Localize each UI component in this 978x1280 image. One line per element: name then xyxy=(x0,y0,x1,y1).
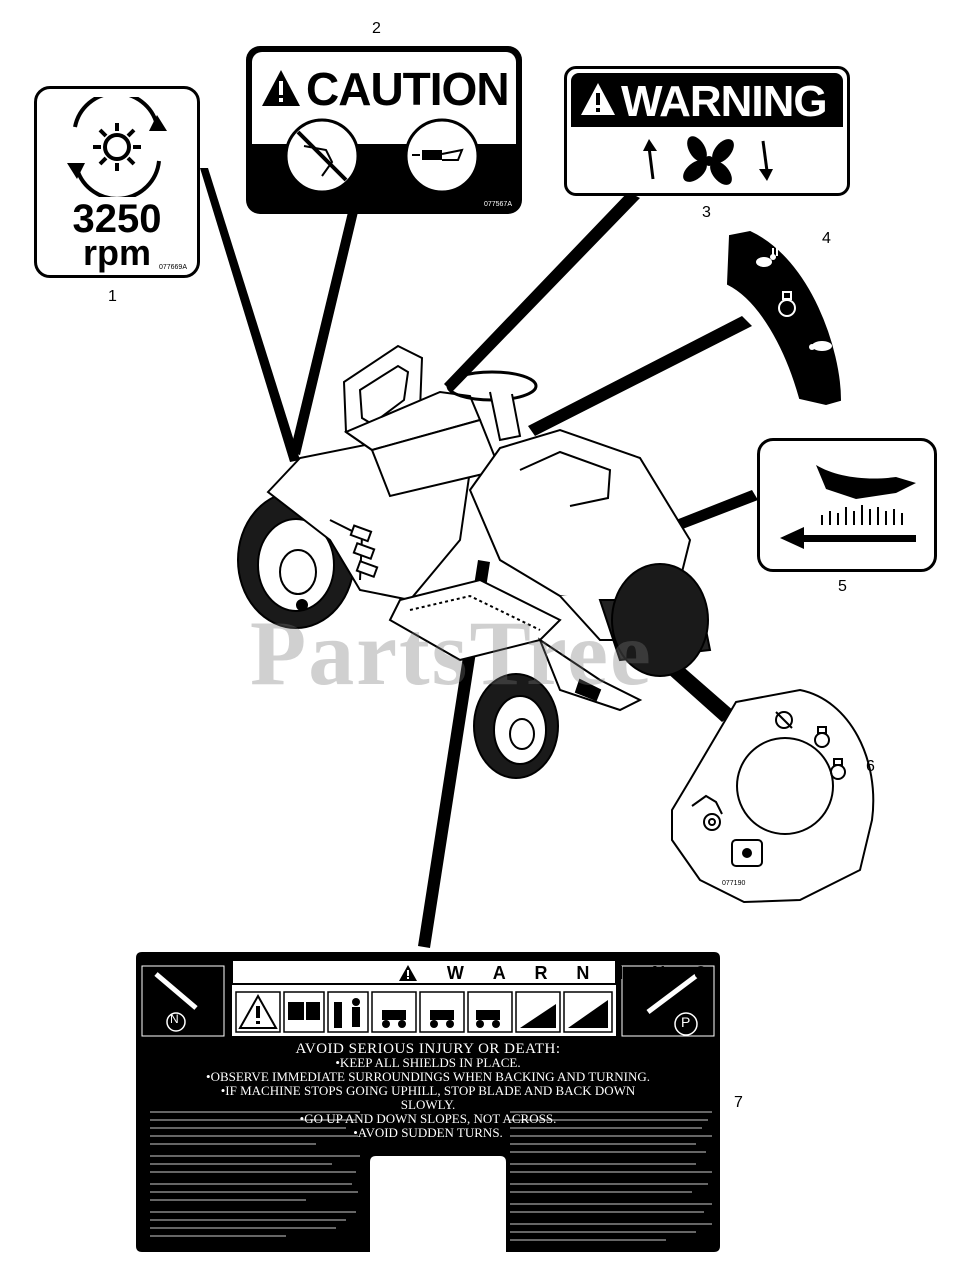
callout-2: 2 xyxy=(372,20,381,37)
choke-icon xyxy=(814,726,830,748)
rabbit-fast-icon xyxy=(756,248,778,267)
pto-icon xyxy=(731,839,763,867)
hand-blade-pictogram xyxy=(780,465,916,549)
caution-header: CAUTION xyxy=(252,52,516,144)
leader-line-1 xyxy=(200,168,300,462)
rpm-unit: rpm xyxy=(82,232,151,273)
alert-triangle-icon xyxy=(399,965,417,981)
leader-line-3 xyxy=(444,192,640,392)
run-icon xyxy=(830,758,846,780)
warning-letter-i: I xyxy=(618,962,624,983)
callout-5: 5 xyxy=(838,578,847,595)
fan-rotation-icon xyxy=(643,136,773,185)
engine-sun-rotation-icon xyxy=(67,97,167,197)
grass-cutting-icon xyxy=(821,505,903,525)
callout-4: 4 xyxy=(822,230,831,247)
caution-heading: CAUTION xyxy=(306,63,510,115)
off-icon xyxy=(775,711,793,729)
decal-2-caution: CAUTION 077567A xyxy=(246,46,522,214)
avoid-line-2: •OBSERVE IMMEDIATE SURROUNDINGS WHEN BAC… xyxy=(206,1069,650,1084)
no-hand-near-blade-icon xyxy=(284,118,360,194)
decal-4-throttle xyxy=(726,230,842,406)
avoid-line-5: •AVOID SUDDEN TURNS. xyxy=(353,1125,503,1140)
hand-icon xyxy=(816,465,916,499)
alert-triangle-icon xyxy=(581,83,615,115)
leader-line-4 xyxy=(528,316,752,436)
warning-plate-shape xyxy=(136,952,720,1252)
decal-1-rpm: 3250 rpm 077669A xyxy=(34,86,200,278)
warning-letter-a: A xyxy=(492,962,506,983)
mower-icon xyxy=(691,794,723,831)
warning-letter-n2: N xyxy=(652,962,666,983)
warning-letter-r: R xyxy=(534,962,548,983)
leader-line-2 xyxy=(290,212,358,455)
decal-6-ignition xyxy=(671,688,875,904)
neutral-symbol: N xyxy=(170,1012,179,1026)
decal-1-part-code: 077669A xyxy=(158,264,187,271)
warning-heading: WARNING xyxy=(621,77,828,126)
alert-triangle-icon xyxy=(262,70,300,106)
warning-letter-n: N xyxy=(576,962,590,983)
avoid-line-3: •IF MACHINE STOPS GOING UPHILL, STOP BLA… xyxy=(220,1083,636,1112)
choke-icon xyxy=(778,291,796,317)
avoid-injury-text: AVOID SERIOUS INJURY OR DEATH: •KEEP ALL… xyxy=(196,1042,660,1140)
callout-6: 6 xyxy=(866,758,875,775)
avoid-title: AVOID SERIOUS INJURY OR DEATH: xyxy=(295,1041,561,1057)
decal-5-hand-blade xyxy=(757,438,937,572)
hood xyxy=(468,428,692,602)
leader-line-5 xyxy=(676,490,758,530)
decal-6-part-code: 077190 xyxy=(722,880,746,887)
arrow-left-icon xyxy=(780,527,916,549)
decal-3-warning: WARNING xyxy=(564,66,850,196)
no-spark-icon xyxy=(404,118,480,194)
decal-7-warning-plate: W A R N I N G N P AVOID SERIOUS INJURY O… xyxy=(136,952,720,1252)
key-hole-ring xyxy=(736,737,834,835)
callout-1: 1 xyxy=(108,288,117,305)
rpm-number: 3250 xyxy=(72,197,162,241)
tractor-illustration xyxy=(237,344,712,779)
park-symbol: P xyxy=(681,1014,691,1030)
watermark: PartsTree xyxy=(250,602,653,704)
warning-letter-row: W A R N I N G xyxy=(368,962,748,984)
callout-3: 3 xyxy=(702,204,711,221)
warning-header: WARNING xyxy=(571,73,843,127)
decal-2-part-code: 077567A xyxy=(483,201,512,208)
avoid-line-4: •GO UP AND DOWN SLOPES, NOT ACROSS. xyxy=(299,1111,557,1126)
warning-letter-w: W xyxy=(446,962,464,983)
turtle-slow-icon xyxy=(809,341,832,351)
warning-letter-g: G xyxy=(693,962,708,983)
seat-cushion xyxy=(343,390,482,452)
avoid-line-1: •KEEP ALL SHIELDS IN PLACE. xyxy=(335,1055,521,1070)
callout-7: 7 xyxy=(734,1094,743,1111)
